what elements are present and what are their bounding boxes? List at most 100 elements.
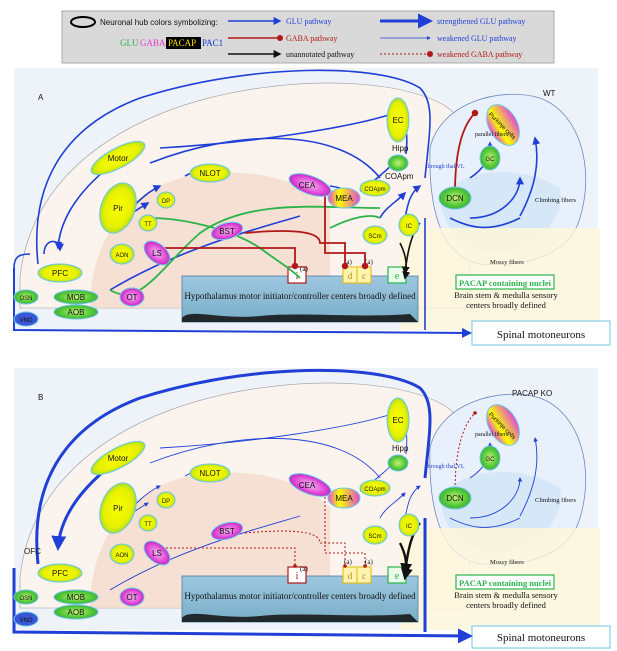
legend-weakened-gaba: weakened GABA pathway <box>437 50 522 59</box>
svg-text:TT: TT <box>144 222 152 228</box>
panel-letter-b: B <box>38 393 43 402</box>
svg-text:IC: IC <box>406 524 413 530</box>
legend-weakened-gaba-dot-icon <box>427 51 433 57</box>
limbic-region <box>90 172 330 308</box>
condition-label-a: WT <box>543 89 556 98</box>
node-osn <box>13 289 39 305</box>
svg-text:VNO: VNO <box>19 618 32 624</box>
svg-text:PFC: PFC <box>52 269 68 278</box>
svg-text:VNO: VNO <box>19 318 32 324</box>
svg-text:AON: AON <box>115 553 128 559</box>
svg-text:IC: IC <box>406 224 413 230</box>
hub-ellipse-icon <box>70 16 96 28</box>
node-purkinje <box>486 104 520 146</box>
svg-text:BST: BST <box>219 527 235 536</box>
panel-letter-a: A <box>38 93 44 102</box>
a-mark-3: (a) <box>365 258 373 266</box>
svg-text:Pir: Pir <box>113 204 123 213</box>
box-i-label: i <box>296 571 299 582</box>
a-mark-1: (a) <box>300 265 308 273</box>
spinal-label: Spinal motoneurons <box>497 329 585 341</box>
node-ot <box>119 587 145 607</box>
node-dp <box>156 491 176 509</box>
svg-text:LS: LS <box>152 549 162 558</box>
node-osn <box>13 589 39 605</box>
svg-text:AON: AON <box>115 253 128 259</box>
node-aon <box>109 243 135 265</box>
through-thal-label-a: through thal VL <box>426 164 465 170</box>
node-gc <box>479 445 501 471</box>
legend-hub-pac1: PAC1 <box>202 38 223 48</box>
limbic-region <box>90 472 330 608</box>
svg-text:OSN: OSN <box>19 596 32 602</box>
node-tt <box>138 214 158 232</box>
node-ls <box>143 240 171 266</box>
svg-text:TT: TT <box>144 522 152 528</box>
a-mark-3: (a) <box>365 558 373 566</box>
legend-gaba-dot-icon <box>277 35 283 41</box>
nodes: Motor Pir PFC OSN VNO MOB AOB OT AON TT … <box>13 397 520 627</box>
a-mark-2: (a) <box>344 258 352 266</box>
svg-text:MEA: MEA <box>335 194 353 203</box>
node-dcn <box>438 186 472 210</box>
svg-text:MOB: MOB <box>67 593 85 602</box>
node-scm <box>362 525 388 545</box>
svg-text:DP: DP <box>162 499 170 505</box>
node-tt <box>138 514 158 532</box>
panel-b: Hypothalamus motor initiator/controller … <box>12 368 611 649</box>
a-mark-2: (a) <box>344 558 352 566</box>
box-d-label: d <box>348 571 353 581</box>
node-coapm <box>359 479 391 497</box>
legend-gaba-pathway: GABA pathway <box>286 34 337 43</box>
box-d-label: d <box>348 271 353 281</box>
legend-hub-pacap: PACAP <box>168 38 196 48</box>
svg-text:Motor: Motor <box>108 454 129 463</box>
box-c-label: c <box>362 271 366 281</box>
node-ic <box>398 513 420 537</box>
hypothalamus-label: Hypothalamus motor initiator/controller … <box>184 291 416 301</box>
svg-text:AOB: AOB <box>68 608 85 617</box>
node-pir <box>99 482 137 534</box>
node-ot <box>119 287 145 307</box>
node-dcn <box>438 486 472 510</box>
svg-text:Motor: Motor <box>108 154 129 163</box>
mossy-fibers-label-a: Mossy fibers <box>490 259 524 266</box>
node-dp <box>156 191 176 209</box>
node-pfc <box>37 263 83 283</box>
node-ec <box>386 397 410 443</box>
svg-text:GC: GC <box>486 457 496 463</box>
ofc-label: OFC <box>24 547 41 556</box>
node-gc <box>479 145 501 171</box>
box-e-label: e <box>395 571 400 582</box>
climbing-fibers-label-a: Climbing fibers <box>535 197 576 204</box>
spinal-box <box>471 320 611 346</box>
hypothalamus-bar <box>181 575 419 623</box>
svg-text:COApm: COApm <box>364 187 385 193</box>
parallel-fibers-label-a: parallel fibers <box>475 131 509 138</box>
pacap-nuclei-label: PACAP containing nuclei <box>459 278 552 288</box>
svg-text:CEA: CEA <box>299 481 316 490</box>
node-aon <box>109 543 135 565</box>
climbing-fibers-label-b: Climbing fibers <box>535 497 576 504</box>
panel-a: Hypothalamus motor initiator/controller … <box>13 68 611 346</box>
pacap-nuclei-label: PACAP containing nuclei <box>459 578 552 588</box>
brainstem-label: Brain stem & medulla sensory centers bro… <box>454 590 558 610</box>
node-nlot <box>189 163 231 183</box>
svg-text:SCm: SCm <box>368 534 381 540</box>
node-aob <box>53 604 99 620</box>
svg-text:LS: LS <box>152 249 162 258</box>
svg-text:MOB: MOB <box>67 293 85 302</box>
svg-text:CEA: CEA <box>299 181 316 190</box>
node-bst <box>210 221 244 241</box>
weakened-glu-pathways <box>109 412 538 591</box>
glu-pathways <box>13 69 541 338</box>
node-mob <box>53 289 99 305</box>
brainstem-label: Brain stem & medulla sensory centers bro… <box>454 290 558 310</box>
condition-label-b: PACAP KO <box>512 389 552 398</box>
svg-text:COApm: COApm <box>364 487 385 493</box>
svg-text:SCm: SCm <box>368 234 381 240</box>
svg-text:NLOT: NLOT <box>199 469 220 478</box>
node-hipp <box>387 454 409 472</box>
